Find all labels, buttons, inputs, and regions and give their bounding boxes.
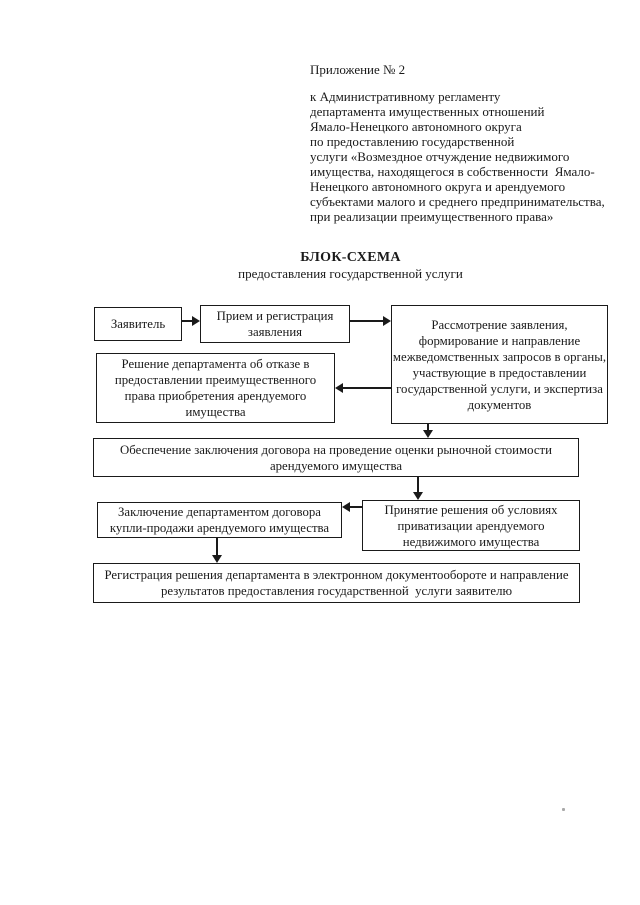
- flow-box-applicant: Заявитель: [94, 307, 182, 341]
- flowchart-title: БЛОК-СХЕМА: [300, 250, 401, 265]
- flow-box-valuation: Обеспечение заключения договора на прове…: [93, 438, 579, 477]
- flow-box-review: Рассмотрение заявления, формирование и н…: [391, 305, 608, 424]
- flow-box-contract: Заключение департаментом договора купли-…: [97, 502, 342, 538]
- appendix-label: Приложение № 2: [310, 62, 406, 77]
- arrow-line: [417, 477, 419, 493]
- arrow-line: [182, 320, 193, 322]
- flow-box-privatization-decision: Принятие решения об условиях приватизаци…: [362, 500, 580, 551]
- flow-box-refusal: Решение департамента об отказе в предост…: [96, 353, 335, 423]
- flow-box-registration: Регистрация решения департамента в элект…: [93, 563, 580, 603]
- scan-artifact-dot: [562, 808, 565, 811]
- appendix-details: к Административному регламенту департаме…: [310, 89, 605, 224]
- arrowhead-right-icon: [383, 316, 391, 326]
- arrowhead-down-icon: [413, 492, 423, 500]
- arrowhead-right-icon: [192, 316, 200, 326]
- arrow-line: [216, 538, 218, 556]
- flowchart-subtitle: предоставления государственной услуги: [238, 266, 463, 281]
- arrow-line: [427, 424, 429, 431]
- arrowhead-left-icon: [342, 502, 350, 512]
- arrowhead-down-icon: [212, 555, 222, 563]
- arrowhead-down-icon: [423, 430, 433, 438]
- arrow-line: [350, 320, 383, 322]
- arrow-line: [343, 387, 391, 389]
- flow-box-reception: Прием и регистрация заявления: [200, 305, 350, 343]
- arrowhead-left-icon: [335, 383, 343, 393]
- arrow-line: [350, 506, 362, 508]
